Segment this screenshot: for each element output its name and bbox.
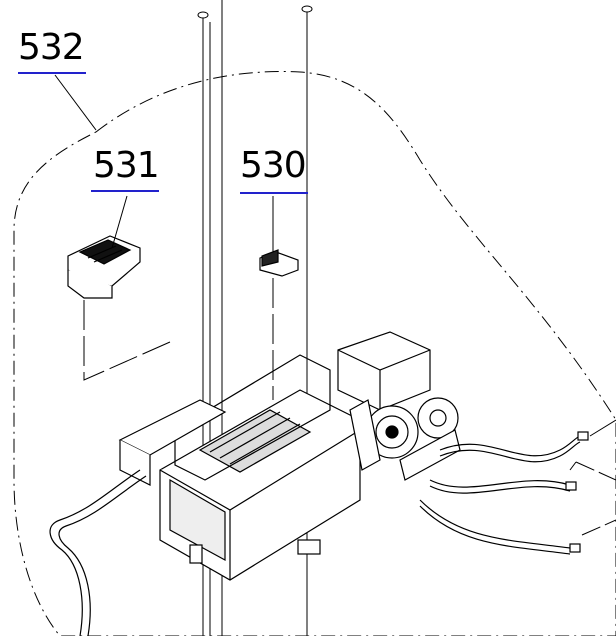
screw-left: [197, 11, 209, 24]
callout-531: 531: [93, 145, 160, 186]
callout-530: 530: [240, 145, 307, 186]
callout-530-underline: [240, 192, 308, 194]
callout-530-text: 530: [240, 145, 307, 186]
cable-connectors: [565, 431, 589, 553]
main-assembly: [118, 331, 461, 581]
callout-531-text: 531: [93, 145, 160, 186]
leader-532: [54, 74, 97, 131]
callout-532-text: 532: [18, 27, 85, 68]
cable-axis: [569, 419, 616, 536]
part-531-axis: [83, 300, 171, 381]
cables: [419, 435, 581, 555]
ink-tube: [49, 469, 141, 636]
callout-532: 532: [18, 27, 85, 68]
assembly-boundary: [13, 71, 616, 636]
part-530: [259, 249, 299, 277]
part-531: [67, 235, 141, 299]
callout-531-underline: [91, 190, 159, 192]
leader-531: [111, 195, 128, 249]
ink-tube-inner: [58, 475, 147, 636]
screw-right: [301, 5, 313, 18]
callout-532-underline: [18, 72, 86, 74]
